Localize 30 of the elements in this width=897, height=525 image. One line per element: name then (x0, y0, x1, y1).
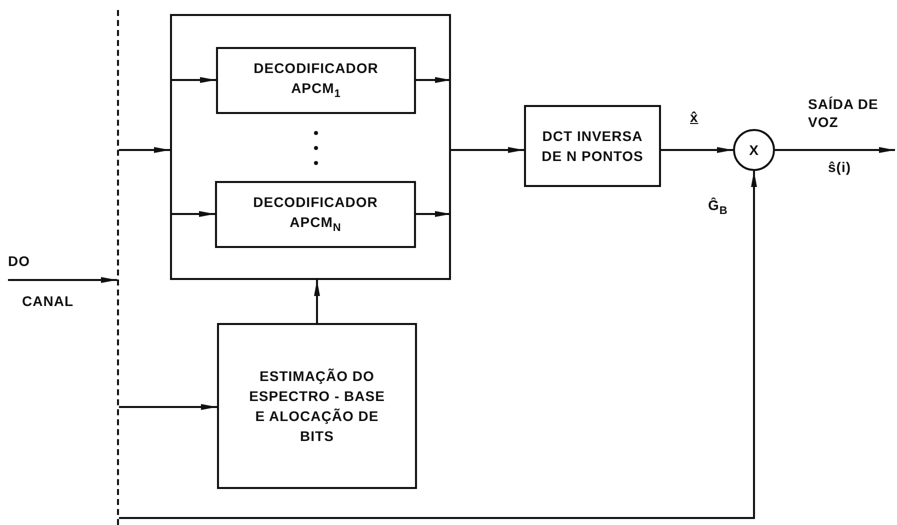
arrow (119, 171, 757, 519)
arrow (416, 211, 451, 217)
arrow (119, 147, 170, 153)
process-box (216, 47, 416, 114)
arrow (416, 77, 451, 83)
arrow (170, 77, 216, 83)
arrow (775, 147, 895, 153)
arrow (119, 404, 217, 410)
group-box (170, 14, 451, 280)
process-box (217, 323, 417, 489)
arrow (314, 280, 320, 323)
arrow (661, 147, 733, 153)
signal-label: DO (8, 252, 30, 270)
arrow (451, 147, 524, 153)
process-box (524, 105, 661, 187)
arrow (8, 277, 117, 283)
box-label: DECODIFICADOR APCM$_{N}$ (252, 192, 379, 236)
box-label: ESTIMAÇÃO DO ESPECTRO - BASE E ALOCAÇÃO DE BITS (248, 367, 386, 446)
box-label: X (749, 141, 759, 160)
process-box (215, 181, 416, 248)
edge-label: Ĝ$_{B}$ (708, 196, 728, 219)
signal-label: SAÍDA DE VOZ (808, 95, 880, 131)
dashed-divider-line (117, 10, 119, 525)
box-label: DECODIFICADOR APCM$_{1}$ (252, 58, 380, 102)
signal-label: CANAL (22, 292, 74, 310)
multiplier-circle (733, 129, 775, 171)
box-label: DCT INVERSA DE N PONTOS (540, 127, 644, 166)
edge-label: x̂ (690, 108, 698, 126)
edge-label: ŝ(i) (828, 158, 851, 176)
arrow (170, 211, 215, 217)
